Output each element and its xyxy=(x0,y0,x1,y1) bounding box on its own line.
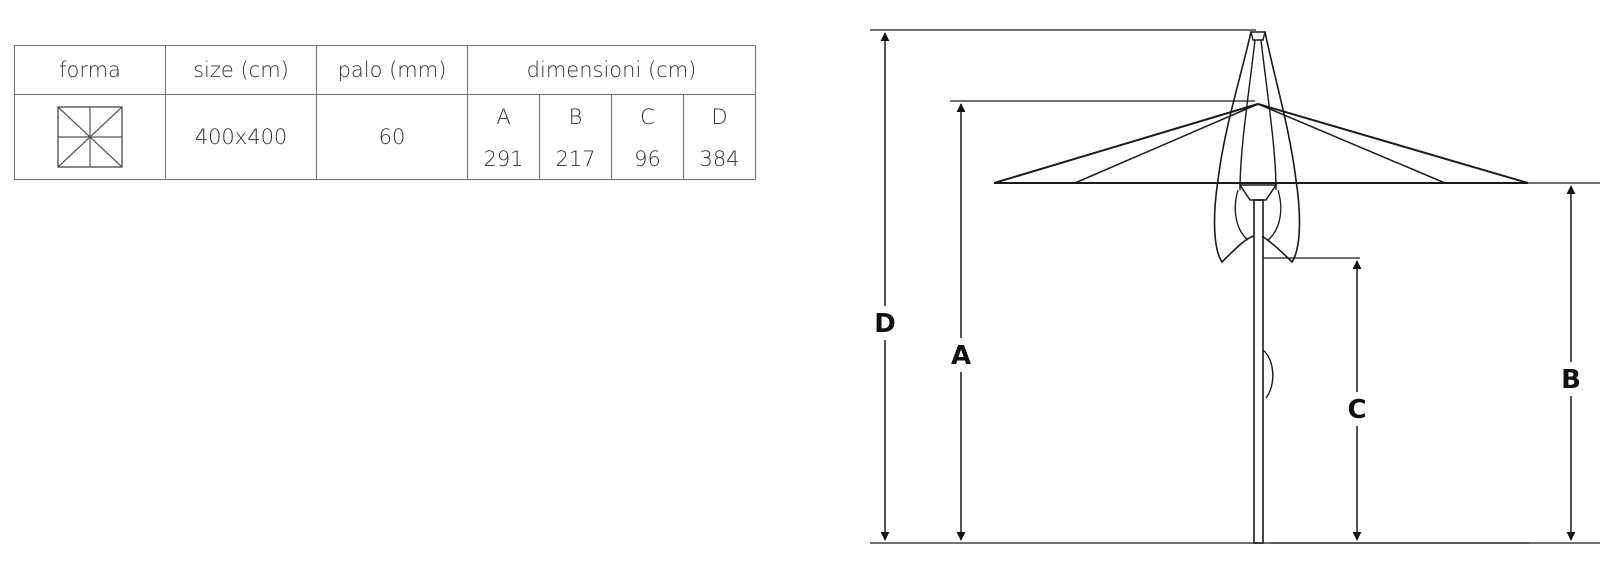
dim-label-d: D xyxy=(683,94,756,139)
dim-value-d: 384 xyxy=(683,139,756,180)
umbrella-drawing xyxy=(870,31,1530,544)
umbrella-finial xyxy=(1250,31,1266,41)
dim-label-c: C xyxy=(611,94,684,139)
table-dim-label-row: 400x400 60 A B C D xyxy=(14,94,756,180)
dimension-label-c: C xyxy=(1347,395,1366,425)
dimension-label-b: B xyxy=(1561,365,1581,395)
square-canopy-icon xyxy=(57,106,123,168)
size-value: 400x400 xyxy=(165,94,317,180)
dim-value-c: 96 xyxy=(611,139,684,180)
header-forma: forma xyxy=(14,45,166,95)
dimension-label-a: A xyxy=(951,341,971,371)
dim-label-a: A xyxy=(467,94,540,139)
forma-cell xyxy=(14,94,166,180)
table-dim-value-row: 291 217 96 384 xyxy=(15,139,756,180)
header-palo: palo (mm) xyxy=(316,45,468,95)
dim-value-a: 291 xyxy=(467,139,540,180)
dim-label-b: B xyxy=(539,94,612,139)
umbrella-pole xyxy=(1253,199,1264,544)
dimension-lines xyxy=(870,29,1600,544)
crank-handle xyxy=(1262,349,1274,399)
header-size: size (cm) xyxy=(165,45,317,95)
table-header-row: forma size (cm) palo (mm) dimensioni (cm… xyxy=(14,45,756,95)
dimension-label-d: D xyxy=(874,309,896,339)
spec-table: forma size (cm) palo (mm) dimensioni (cm… xyxy=(14,45,756,180)
header-dimensioni: dimensioni (cm) xyxy=(467,45,756,95)
